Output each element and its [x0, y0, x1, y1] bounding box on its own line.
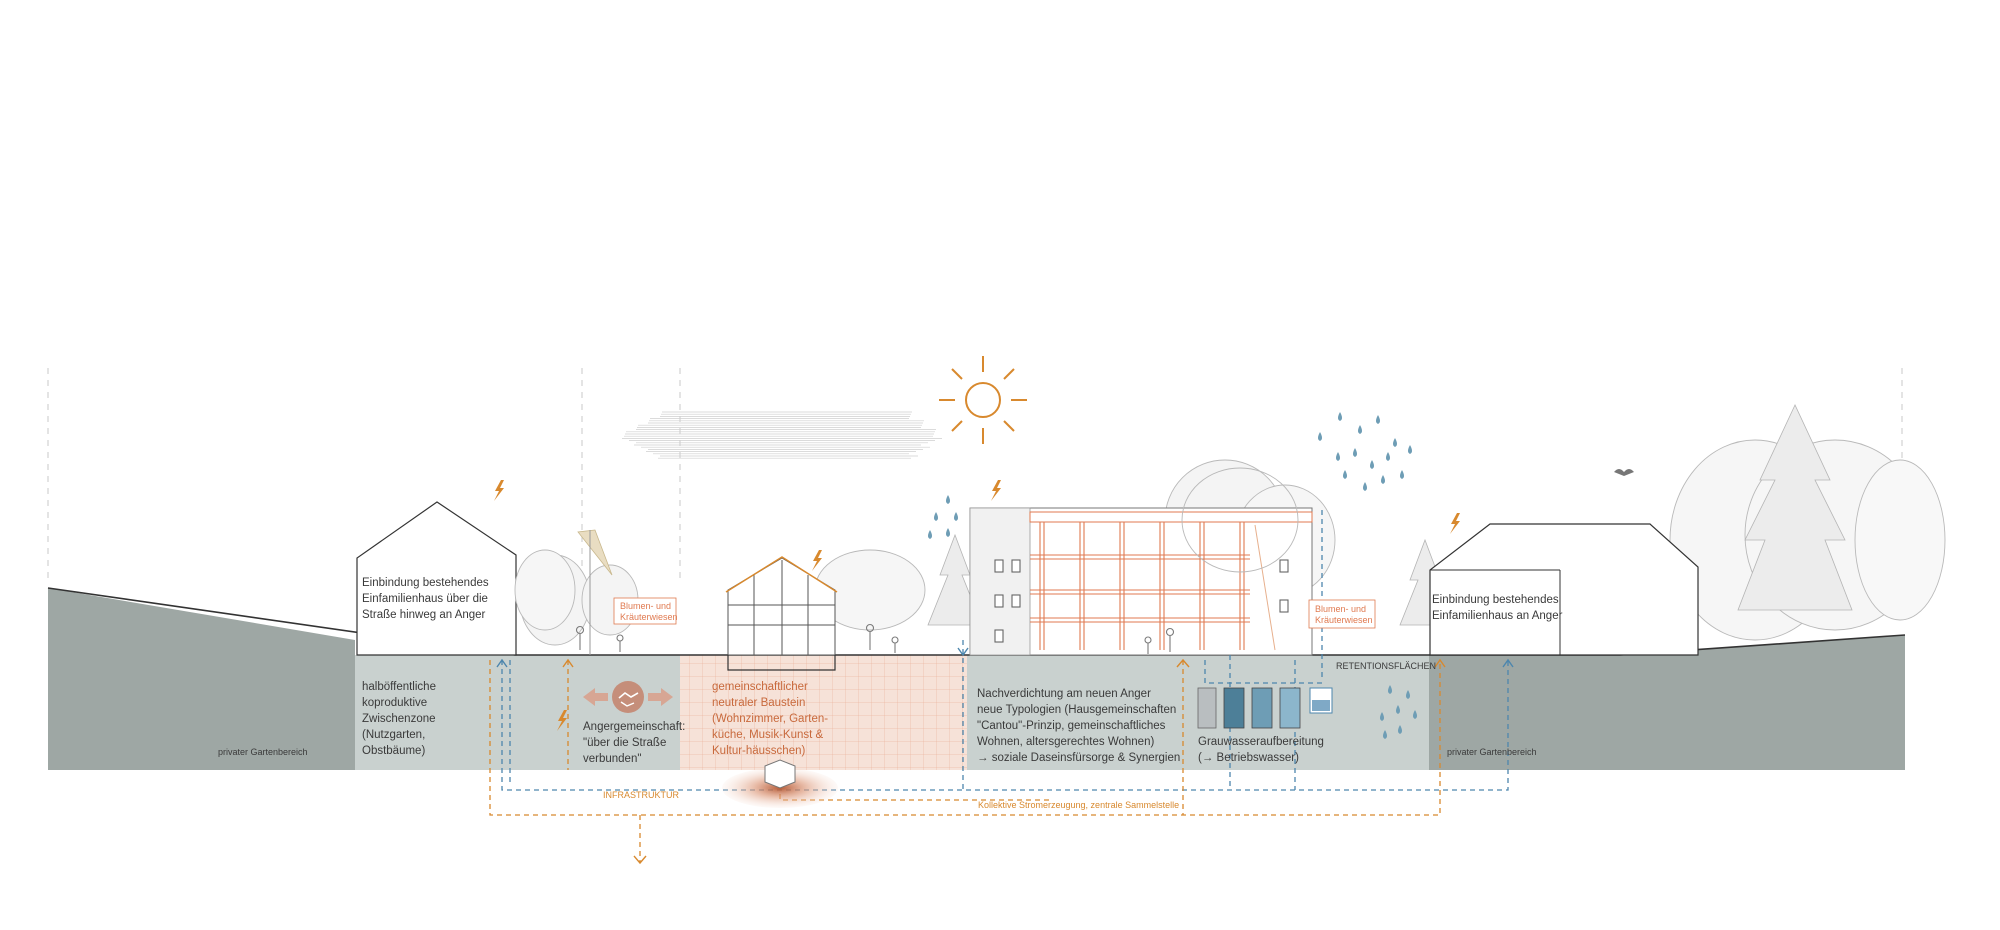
- private-garden-left-label: privater Gartenbereich: [218, 747, 308, 757]
- zwischenzone-line-2: koproduktive: [362, 697, 427, 709]
- right-house-line-1: Einbindung bestehendes: [1432, 594, 1559, 606]
- baustein-line-5: Kultur-häusschen): [712, 745, 805, 757]
- left-house-line-2: Einfamilienhaus über die: [362, 593, 488, 605]
- left-house-label: Einbindung bestehendes Einfamilienhaus ü…: [362, 577, 489, 621]
- nachverdichtung-line-5: → soziale Daseinsfürsorge & Synergien: [977, 752, 1180, 764]
- greywater-tanks: [1197, 687, 1333, 729]
- flow-arrows: [496, 647, 1514, 865]
- people-figures: [575, 623, 1175, 654]
- infrastruktur-label: INFRASTRUKTUR: [603, 790, 679, 800]
- ground-right: [1429, 635, 1905, 770]
- trees-left: [514, 529, 613, 655]
- private-garden-right-label: privater Gartenbereich: [1447, 747, 1537, 757]
- blumen-left-line-2: Kräuterwiesen: [620, 612, 678, 622]
- baustein-label: gemeinschaftlicher neutraler Baustein (W…: [712, 681, 828, 757]
- baustein-line-3: (Wohnzimmer, Garten-: [712, 713, 828, 725]
- left-house-line-1: Einbindung bestehendes: [362, 577, 489, 589]
- blumen-right-line-1: Blumen- und: [1315, 604, 1366, 614]
- apartment-building: [969, 507, 1313, 656]
- baustein-line-1: gemeinschaftlicher: [712, 681, 808, 693]
- ground-zone-grid: [680, 655, 967, 770]
- left-house-line-3: Straße hinweg an Anger: [362, 609, 486, 621]
- blumen-left-line-1: Blumen- und: [620, 601, 671, 611]
- anger-line-1: Angergemeinschaft:: [583, 721, 685, 733]
- zwischenzone-line-3: Zwischenzone: [362, 713, 436, 725]
- sun-icon: [939, 356, 1027, 444]
- zwischenzone-line-5: Obstbäume): [362, 745, 425, 757]
- nachverdichtung-label: Nachverdichtung am neuen Anger neue Typo…: [977, 688, 1180, 764]
- energy-collector: [722, 759, 838, 808]
- retention-label: RETENTIONSFLÄCHEN: [1336, 661, 1436, 671]
- blumen-right-line-2: Kräuterwiesen: [1315, 615, 1373, 625]
- tree-behind-building: [1181, 467, 1299, 573]
- ground-left: [48, 588, 355, 770]
- cloud-hatch: [622, 411, 942, 459]
- anger-line-3: verbunden": [583, 753, 641, 765]
- anger-label: Angergemeinschaft: "über die Straße verb…: [583, 721, 685, 765]
- handshake-icon: [583, 681, 673, 713]
- bird-icon: [1614, 469, 1634, 476]
- blumen-label-left: Blumen- und Kräuterwiesen: [613, 597, 678, 625]
- blumen-label-right: Blumen- und Kräuterwiesen: [1308, 599, 1376, 629]
- right-house-line-2: Einfamilienhaus an Anger: [1432, 610, 1563, 622]
- zwischenzone-line-1: halböffentliche: [362, 681, 436, 693]
- baustein-line-4: küche, Musik-Kunst &: [712, 729, 824, 741]
- nachverdichtung-line-1: Nachverdichtung am neuen Anger: [977, 688, 1151, 700]
- nachverdichtung-line-4: Wohnen, altersgerechtes Wohnen): [977, 736, 1154, 748]
- zwischenzone-label: halböffentliche koproduktive Zwischenzon…: [362, 681, 436, 757]
- grauwasser-line-1: Grauwasseraufbereitung: [1198, 736, 1324, 748]
- nachverdichtung-line-2: neue Typologien (Hausgemeinschaften: [977, 704, 1176, 716]
- left-house: [356, 501, 517, 656]
- right-house: [1429, 523, 1699, 656]
- nachverdichtung-line-3: "Cantou"-Prinzip, gemeinschaftliches: [977, 720, 1166, 732]
- zwischenzone-line-4: (Nutzgarten,: [362, 729, 425, 741]
- grauwasser-label: Grauwasseraufbereitung (→ Betriebswasser…: [1198, 736, 1324, 764]
- blue-water-lines: [501, 510, 1509, 791]
- rain-drop-icon: [928, 412, 1417, 739]
- strom-label: Kollektive Stromerzeugung, zentrale Samm…: [978, 800, 1179, 810]
- lightning-icon: [494, 480, 1460, 731]
- anger-line-2: "über die Straße: [583, 737, 666, 749]
- community-building: [725, 556, 838, 671]
- grauwasser-line-2: (→ Betriebswasser): [1198, 752, 1299, 764]
- baustein-line-2: neutraler Baustein: [712, 697, 805, 709]
- right-house-label: Einbindung bestehendes Einfamilienhaus a…: [1432, 594, 1563, 622]
